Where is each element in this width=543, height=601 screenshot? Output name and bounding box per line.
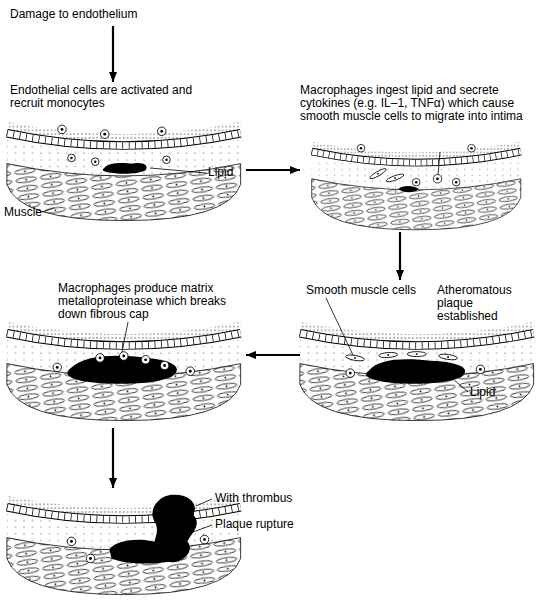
stage-heading: Endothelial cells are activated and recr… [10,84,210,110]
migrating-muscle-cells [369,167,405,183]
macrophage-nuclei [56,355,192,373]
macrophages [357,144,475,186]
part-label: Lipid [208,166,233,179]
stage-heading: Macrophages ingest lipid and secrete cyt… [300,84,537,123]
part-label: Lipid [470,386,495,399]
thrombus [152,495,196,563]
leader-line [185,525,212,535]
leader-line [326,298,353,355]
stage-panel: Damage to endothelium [10,6,210,26]
macrophages [53,352,195,376]
vessel-wall [7,496,241,595]
leader-line [42,208,54,212]
stage-panel: Macrophages ingest lipid and secrete cyt… [300,82,537,232]
stage-five-drawing [7,495,241,595]
part-label: Smooth muscle cells [306,284,416,297]
lipid-deposit [103,163,147,174]
vessel-wall [312,141,521,229]
stage-panel: With thrombusPlaque rupture [8,488,308,598]
macrophage-nuclei [70,538,206,560]
flow-arrow [112,428,114,488]
part-label: Muscle [4,206,42,219]
lipid-core [366,359,465,384]
flow-arrow [399,232,401,280]
leader-line [452,378,468,392]
macrophage-nuclei [360,147,473,184]
vessel-wall [300,322,534,421]
stage-heading: With thrombus [215,492,307,505]
callout-text: Plaque rupture [215,518,307,531]
flow-arrow [246,169,300,171]
vessel-wall [7,322,241,421]
stage-panel: Endothelial cells are activated and recr… [8,82,246,224]
cell-nuclei [349,353,482,374]
leader-line [196,499,212,506]
stage-heading: Macrophages produce matrix metalloprotei… [58,282,238,321]
macrophages [67,535,209,563]
leader-line [150,168,206,173]
flow-arrow [112,26,114,82]
monocytes [58,125,171,165]
lipid-deposit [398,186,418,192]
stage-two-drawing [312,141,521,229]
monocyte-nuclei [61,128,168,163]
leader-line [438,152,440,175]
smooth-muscle-cells [345,352,484,378]
stage-panel: Atheromatous plaque established [300,280,537,428]
stage-four-drawing [7,322,241,421]
stage-panel: Macrophages produce matrix metalloprotei… [8,280,246,428]
stage-heading: Damage to endothelium [10,8,210,21]
flow-arrow [246,354,300,356]
stage-heading: Atheromatous plaque established [437,284,537,323]
leader-line [122,322,128,352]
stage-three-drawing [300,322,534,421]
